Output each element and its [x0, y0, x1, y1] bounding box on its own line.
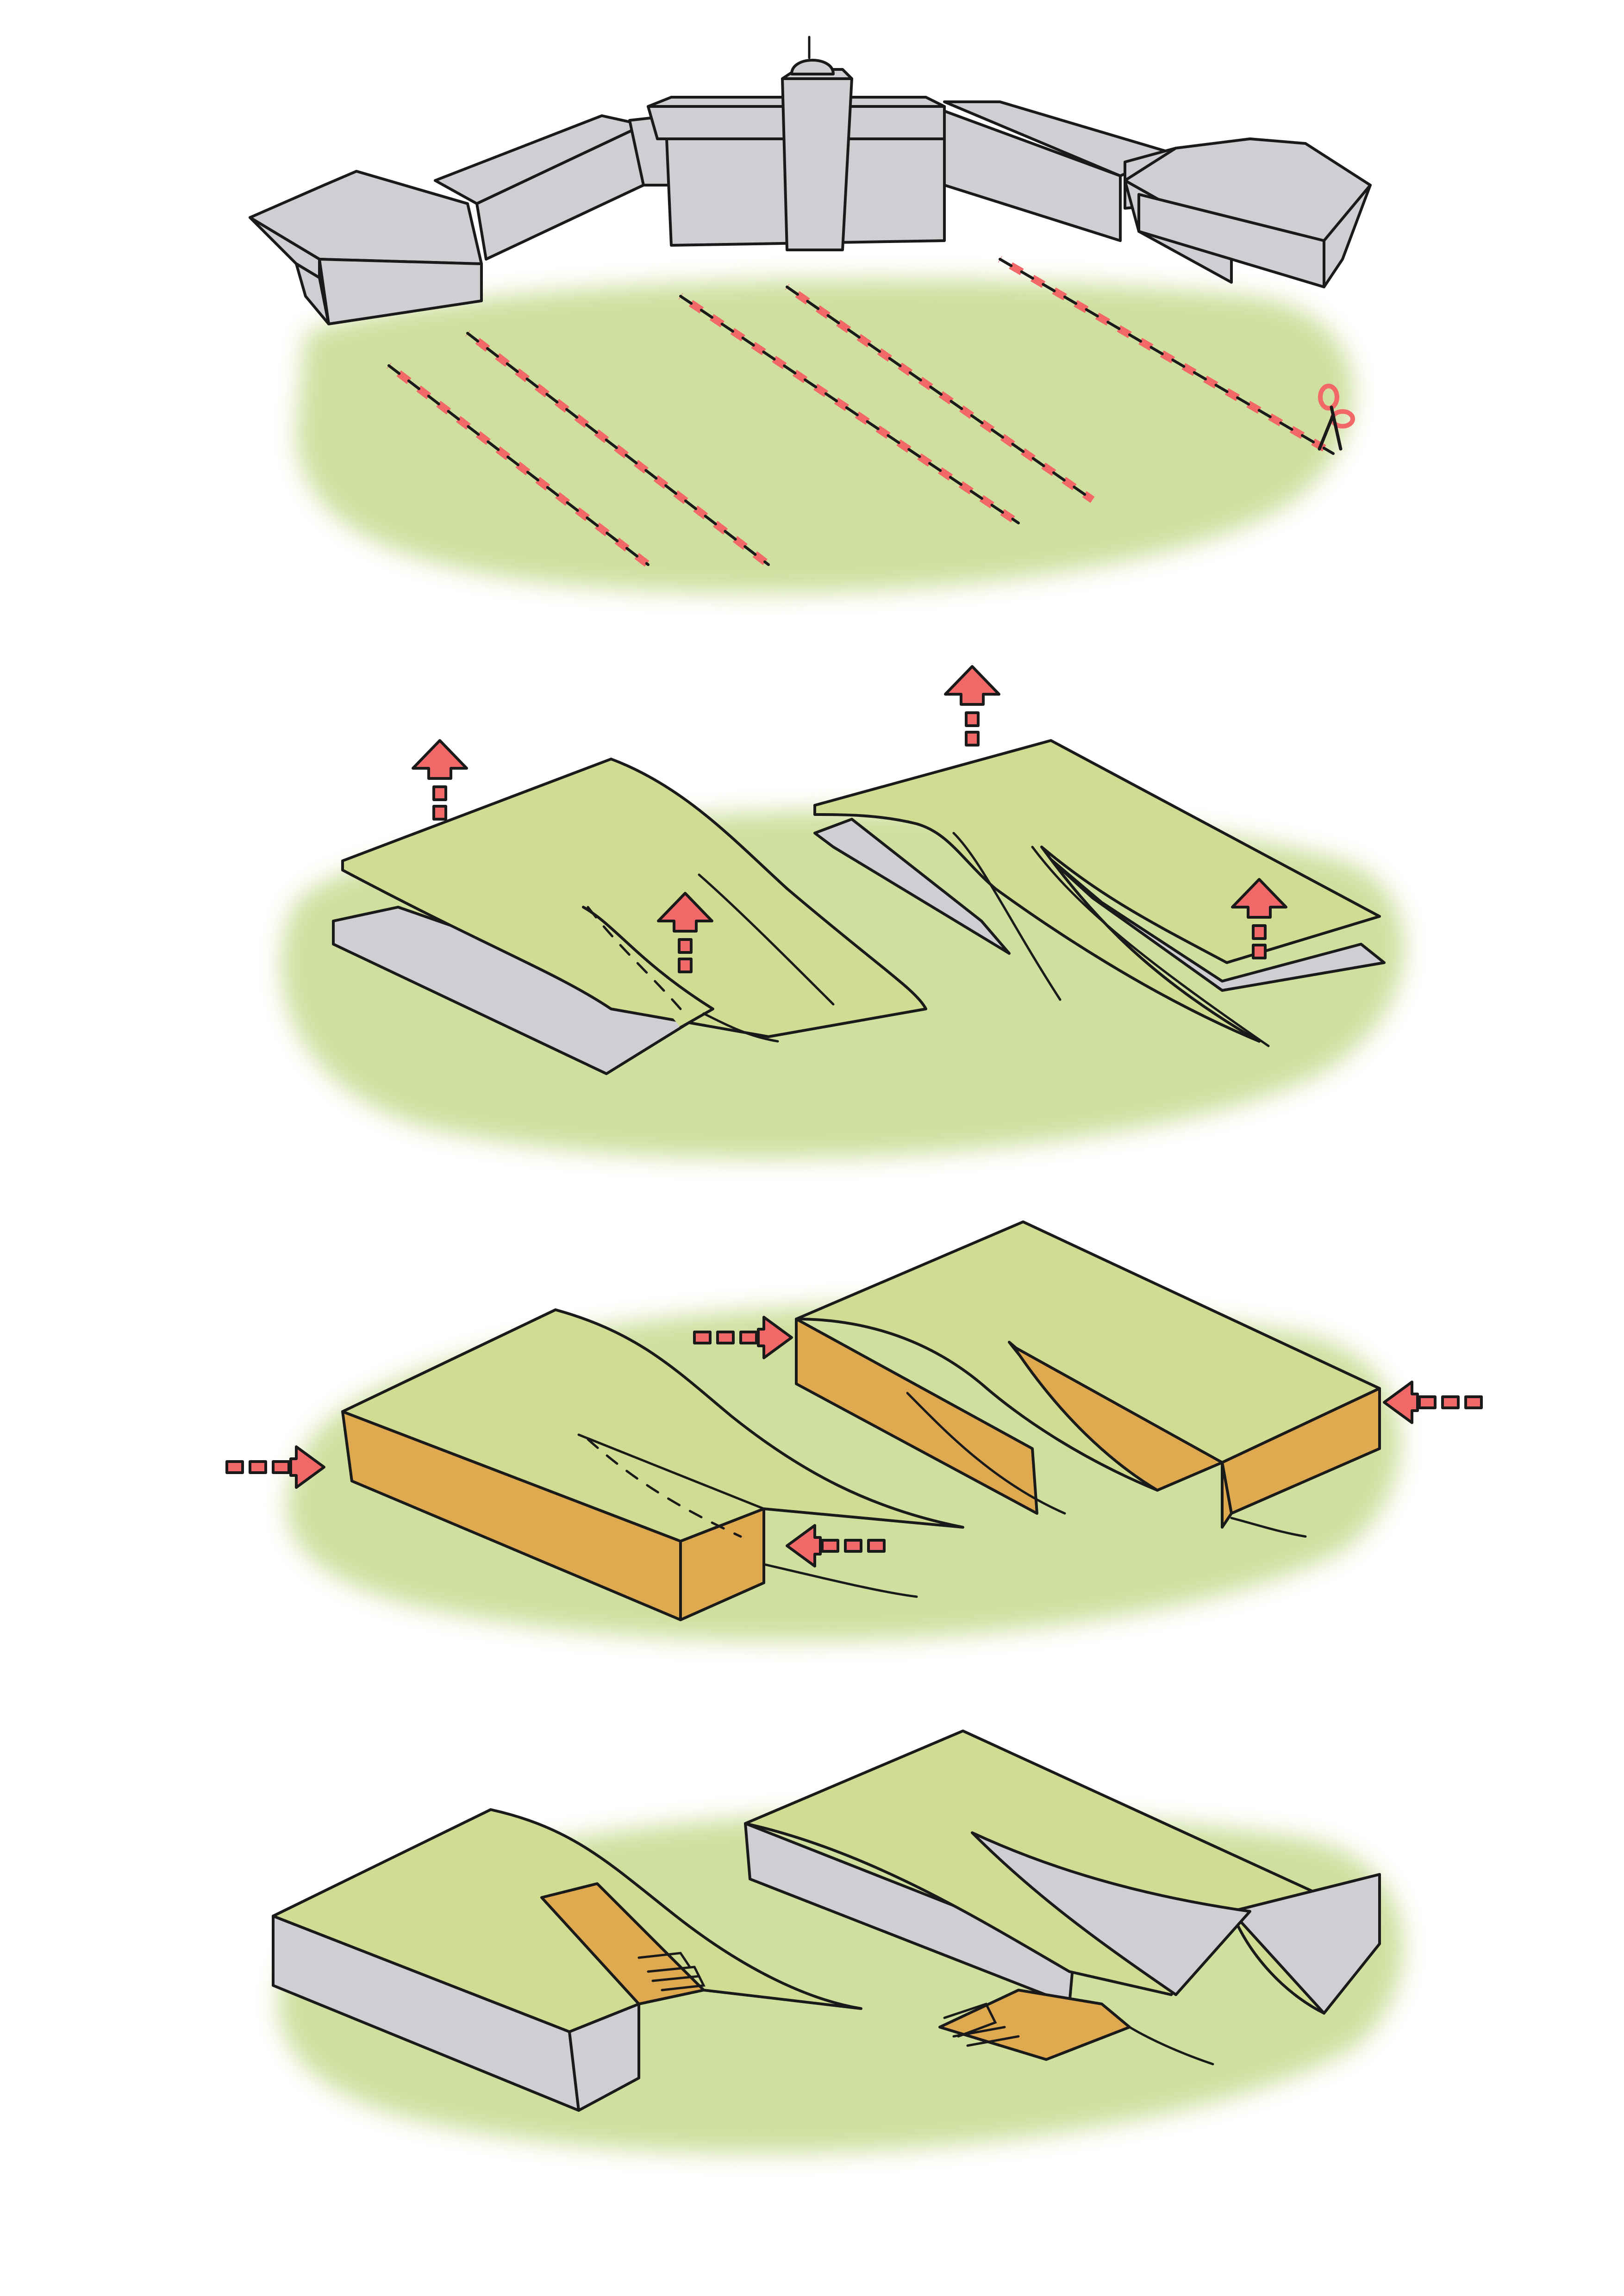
step-result [272, 1730, 1404, 2153]
building-left-wing [434, 114, 673, 261]
block-left [341, 1308, 964, 1621]
scissors-icon [1318, 384, 1355, 451]
block-right-result [744, 1730, 1381, 2066]
building-tower [781, 36, 853, 251]
arrow-left-icon [1384, 1382, 1481, 1423]
step-fill [227, 1220, 1481, 1641]
cut-lines [387, 256, 1336, 568]
arrow-up-icon [945, 666, 999, 745]
existing-building-left [332, 906, 705, 1075]
block-left-result [272, 1808, 862, 2112]
sunken-court-left [540, 1882, 705, 2005]
building-left-pavilion [249, 170, 483, 325]
block-right [795, 1220, 1381, 1538]
building-right-pavilion [1124, 137, 1372, 288]
existing-building-right [813, 818, 1011, 955]
arrow-up-icon [413, 740, 467, 819]
lifted-slab-left [341, 758, 927, 1038]
stairs-icon [637, 1952, 706, 1991]
step-cut [249, 36, 1372, 593]
lifted-slab-right [813, 739, 1381, 1043]
stairs-icon [943, 2002, 1020, 2047]
ground-patch [296, 279, 1354, 593]
step-lift [281, 666, 1404, 1158]
